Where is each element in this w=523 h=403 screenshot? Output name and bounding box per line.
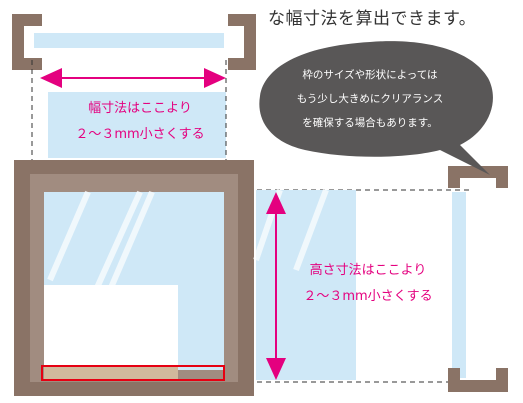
height-note-line-1: 高さ寸法はここより (309, 263, 427, 278)
upper-frame-left (12, 14, 42, 70)
right-glass-strip (452, 192, 466, 378)
bubble-line-3: を確保する場合もあります。 (302, 117, 438, 129)
glass-reflection (47, 190, 155, 292)
right-frame-bottom (448, 368, 508, 392)
height-arrow (266, 192, 286, 380)
upper-glass-pane (48, 92, 226, 158)
width-note: 幅寸法はここより ２〜３mm小さくする (50, 96, 230, 148)
bubble-line-1: 枠のサイズや形状によっては (302, 69, 438, 81)
upper-glass-strip (34, 33, 224, 48)
width-note-line-2: ２〜３mm小さくする (75, 127, 205, 142)
sill-strip (44, 367, 178, 379)
height-note: 高さ寸法はここより ２〜３mm小さくする (268, 258, 468, 310)
upper-frame-right (228, 14, 256, 70)
middle-glass-panel (256, 190, 356, 380)
bubble-line-2: もう少し大きめにクリアランス (296, 93, 444, 105)
lower-opening (44, 285, 178, 365)
width-arrow (40, 68, 226, 88)
clearance-highlight (41, 365, 225, 381)
heading-text: な幅寸法を算出できます。 (268, 9, 477, 29)
right-frame-top (448, 166, 508, 188)
height-note-line-2: ２〜３mm小さくする (303, 289, 433, 304)
speech-bubble (259, 41, 493, 175)
width-note-line-1: 幅寸法はここより (88, 101, 192, 116)
bubble-text: 枠のサイズや形状によっては もう少し大きめにクリアランス を確保する場合もありま… (258, 63, 482, 135)
